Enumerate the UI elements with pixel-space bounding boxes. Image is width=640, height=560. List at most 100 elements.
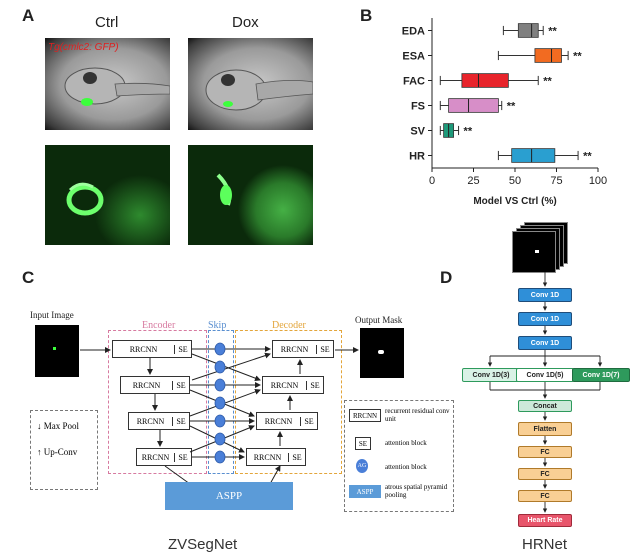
legend-right: RRCNN recurrent residual conv unit SE at…: [344, 400, 454, 512]
category-label: FS: [411, 101, 425, 113]
input-frame-stack: [512, 222, 568, 273]
legend-left: ↓ Max Pool ↑ Up-Conv: [30, 410, 98, 490]
category-label: SV: [410, 126, 425, 138]
box-hr: [511, 148, 556, 163]
panel-letter-c: C: [22, 268, 35, 287]
legend-rrcnn-swatch: RRCNN: [349, 409, 381, 422]
rrcnn-label: RRCNN: [129, 416, 173, 426]
se-label: SE: [292, 452, 302, 462]
encoder-block-1: RRCNN SE: [112, 340, 192, 358]
ag-label: AG: [357, 463, 367, 469]
box-fac: [461, 73, 509, 88]
hrnet-branch-conv-5: Conv 1D(5): [516, 368, 574, 382]
dox-brightfield-image: [188, 38, 313, 130]
output-mask-thumbnail: [360, 328, 404, 378]
x-tick-label: 75: [550, 175, 562, 187]
box-eda: [517, 23, 539, 38]
panel-letter-a: A: [22, 6, 35, 25]
decoder-region: [235, 330, 342, 474]
x-axis-label: Model VS Ctrl (%): [473, 196, 556, 207]
rrcnn-label: RRCNN: [273, 344, 317, 354]
decoder-block-1: RRCNN SE: [272, 340, 334, 358]
hrnet-branch-conv-7: Conv 1D(7): [572, 368, 630, 382]
transgene-label: Tg(cmlc2: GFP): [48, 42, 119, 53]
se-label: SE: [304, 416, 314, 426]
encoder-region: [108, 330, 207, 474]
se-label: SE: [176, 380, 186, 390]
aspp-label: ASPP: [215, 490, 243, 502]
significance-marker: **: [548, 26, 557, 38]
se-label: SE: [176, 416, 186, 426]
output-mask-label: Output Mask: [355, 315, 403, 325]
se-label: SE: [320, 344, 330, 354]
hrnet-flatten: Flatten: [518, 422, 572, 436]
significance-marker: **: [573, 51, 582, 63]
skip-region: [208, 330, 234, 474]
legend-aspp-swatch: ASPP: [349, 485, 381, 498]
decoder-block-3: RRCNN SE: [256, 412, 318, 430]
x-tick-label: 50: [509, 175, 521, 187]
down-arrow-icon: ↓: [37, 421, 42, 431]
decoder-block-2: RRCNN SE: [262, 376, 324, 394]
max-pool-label: Max Pool: [43, 421, 80, 431]
box-esa: [534, 48, 562, 63]
encoder-label: Encoder: [142, 320, 176, 331]
hrnet-fc-1: FC: [518, 446, 572, 458]
significance-marker: **: [507, 101, 516, 113]
hrnet-conv-3: Conv 1D: [518, 336, 572, 350]
se-label: SE: [178, 344, 188, 354]
hrnet-conv-1: Conv 1D: [518, 288, 572, 302]
rrcnn-label: RRCNN: [247, 452, 289, 462]
box-fs: [448, 98, 499, 113]
significance-marker: **: [583, 151, 592, 163]
zvsegnet-caption: ZVSegNet: [168, 536, 238, 553]
hrnet-caption: HRNet: [522, 536, 568, 553]
ctrl-brightfield-image: [45, 38, 170, 130]
aspp-block: ASPP: [165, 482, 293, 510]
legend-aspp-desc: atrous spatial pyramid pooling: [385, 483, 448, 499]
up-conv-label: Up-Conv: [43, 447, 78, 457]
x-tick-label: 0: [429, 175, 435, 187]
category-label: HR: [409, 151, 425, 163]
ctrl-fluorescence-image: [45, 145, 170, 245]
se-label: SE: [178, 452, 188, 462]
legend-se-desc: attention block: [385, 439, 427, 447]
hrnet-heart-rate-output: Heart Rate: [518, 514, 572, 527]
input-image-label: Input Image: [30, 310, 74, 320]
panel-letter-d: D: [440, 268, 453, 287]
category-label: EDA: [402, 26, 425, 38]
significance-marker: **: [464, 126, 473, 138]
dox-heart-drawing: [216, 165, 313, 245]
input-image-thumbnail: [35, 325, 79, 377]
x-tick-label: 25: [467, 175, 479, 187]
se-label: SE: [310, 380, 320, 390]
significance-marker: **: [543, 76, 552, 88]
encoder-block-3: RRCNN SE: [128, 412, 190, 430]
hrnet-fc-3: FC: [518, 490, 572, 502]
hrnet-concat: Concat: [518, 400, 572, 412]
ctrl-larva-drawing: [64, 67, 170, 106]
up-arrow-icon: ↑: [37, 447, 42, 457]
dox-larva-drawing: [205, 69, 313, 111]
legend-se-swatch: SE: [355, 437, 371, 450]
rrcnn-label: RRCNN: [113, 344, 175, 354]
encoder-block-2: RRCNN SE: [120, 376, 190, 394]
category-label: ESA: [402, 51, 425, 63]
ctrl-heart-drawing: [66, 175, 170, 245]
dox-column-label: Dox: [232, 14, 259, 31]
dox-fluorescence-image: [188, 145, 313, 245]
rrcnn-label: RRCNN: [257, 416, 301, 426]
rrcnn-label: RRCNN: [263, 380, 307, 390]
legend-rrcnn-desc: recurrent residual conv unit: [385, 407, 450, 423]
rrcnn-label: RRCNN: [121, 380, 173, 390]
hrnet-conv-2: Conv 1D: [518, 312, 572, 326]
aspp-label: ASPP: [356, 487, 374, 496]
hrnet-branch-conv-3: Conv 1D(3): [462, 368, 520, 382]
hrnet-fc-2: FC: [518, 468, 572, 480]
panel-letter-b: B: [360, 6, 373, 25]
decoder-label: Decoder: [272, 320, 306, 331]
category-label: FAC: [403, 76, 425, 88]
